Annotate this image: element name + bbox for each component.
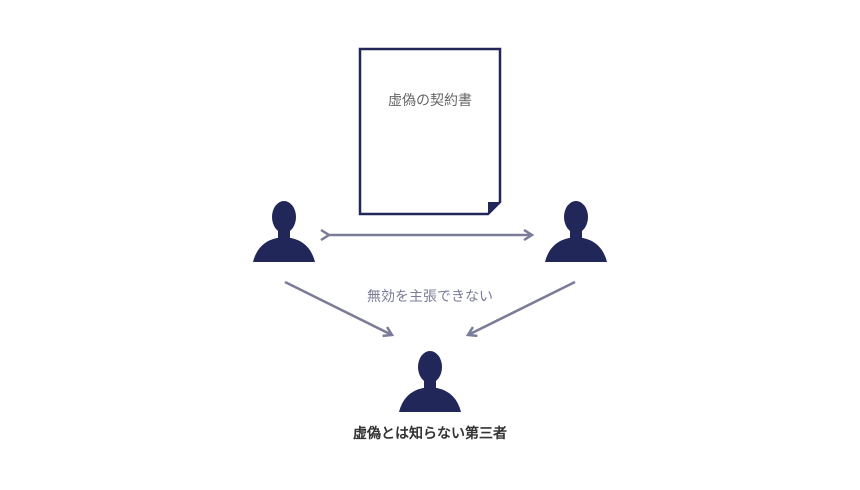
third-party-label: 虚偽とは知らない第三者 bbox=[353, 425, 507, 442]
third-party-person-icon bbox=[399, 351, 461, 412]
contract-document: 虚偽の契約書 bbox=[358, 47, 502, 216]
relation-label: 無効を主張できない bbox=[367, 289, 493, 305]
page-fold-icon bbox=[488, 202, 500, 214]
arrow-left-to-third-party bbox=[284, 280, 392, 335]
arrow-right-to-third-party bbox=[468, 280, 576, 335]
person-left-icon bbox=[253, 201, 315, 262]
document-title: 虚偽の契約書 bbox=[388, 93, 472, 109]
person-right-icon bbox=[545, 201, 607, 262]
